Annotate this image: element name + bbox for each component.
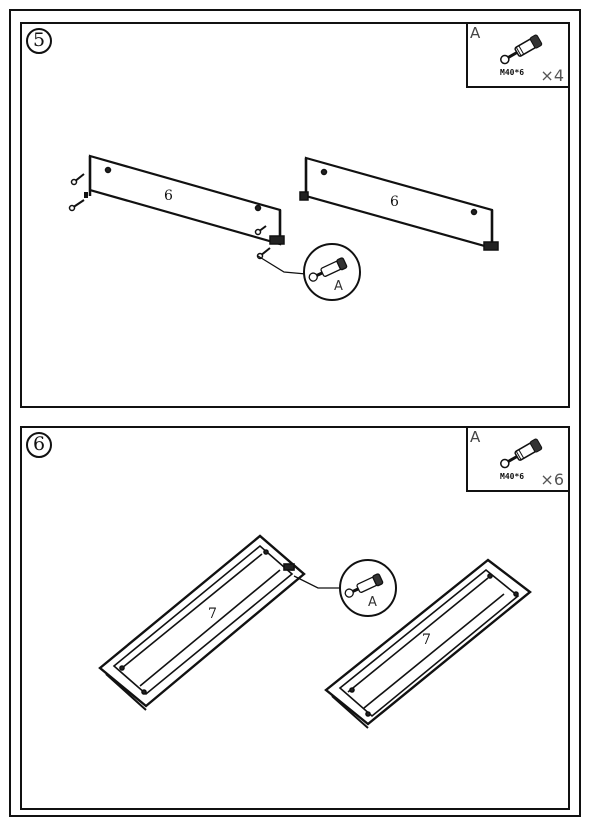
callout-letter: A: [334, 279, 343, 294]
step-5-panel: 5 A M40*6 ×4: [20, 22, 570, 408]
cam-bolt-icon: [500, 438, 543, 469]
step-number: 6: [26, 432, 52, 458]
hardware-size: M40*6: [500, 68, 525, 77]
step-number: 5: [26, 28, 52, 54]
callout-connector: [257, 243, 361, 301]
part-label: 7: [208, 606, 217, 622]
cam-bolt-icon: [500, 34, 543, 65]
panel-6-left: [68, 154, 285, 260]
step-6-panel: 6 A M40*6 ×6: [20, 426, 570, 810]
hardware-letter: A: [470, 24, 481, 42]
part-label: 7: [422, 632, 431, 648]
instruction-page-frame: [9, 9, 581, 817]
hardware-quantity: ×6: [540, 470, 564, 489]
hardware-box: A M40*6 ×6: [466, 426, 570, 492]
hardware-quantity: ×4: [540, 66, 564, 85]
frame-7-left: [98, 534, 306, 711]
step-5-illustration: 6 6 A: [68, 154, 499, 301]
hardware-letter: A: [470, 428, 481, 446]
hardware-box: A M40*6 ×4: [466, 22, 570, 88]
callout-connector: [293, 559, 397, 617]
panel-6-right: [299, 156, 499, 251]
part-label: 6: [164, 188, 173, 204]
callout-letter: A: [368, 595, 377, 610]
part-label: 6: [390, 194, 399, 210]
frame-7-right: [324, 558, 532, 729]
hardware-size: M40*6: [500, 472, 525, 481]
step-6-illustration: 7 7 A: [98, 534, 532, 729]
